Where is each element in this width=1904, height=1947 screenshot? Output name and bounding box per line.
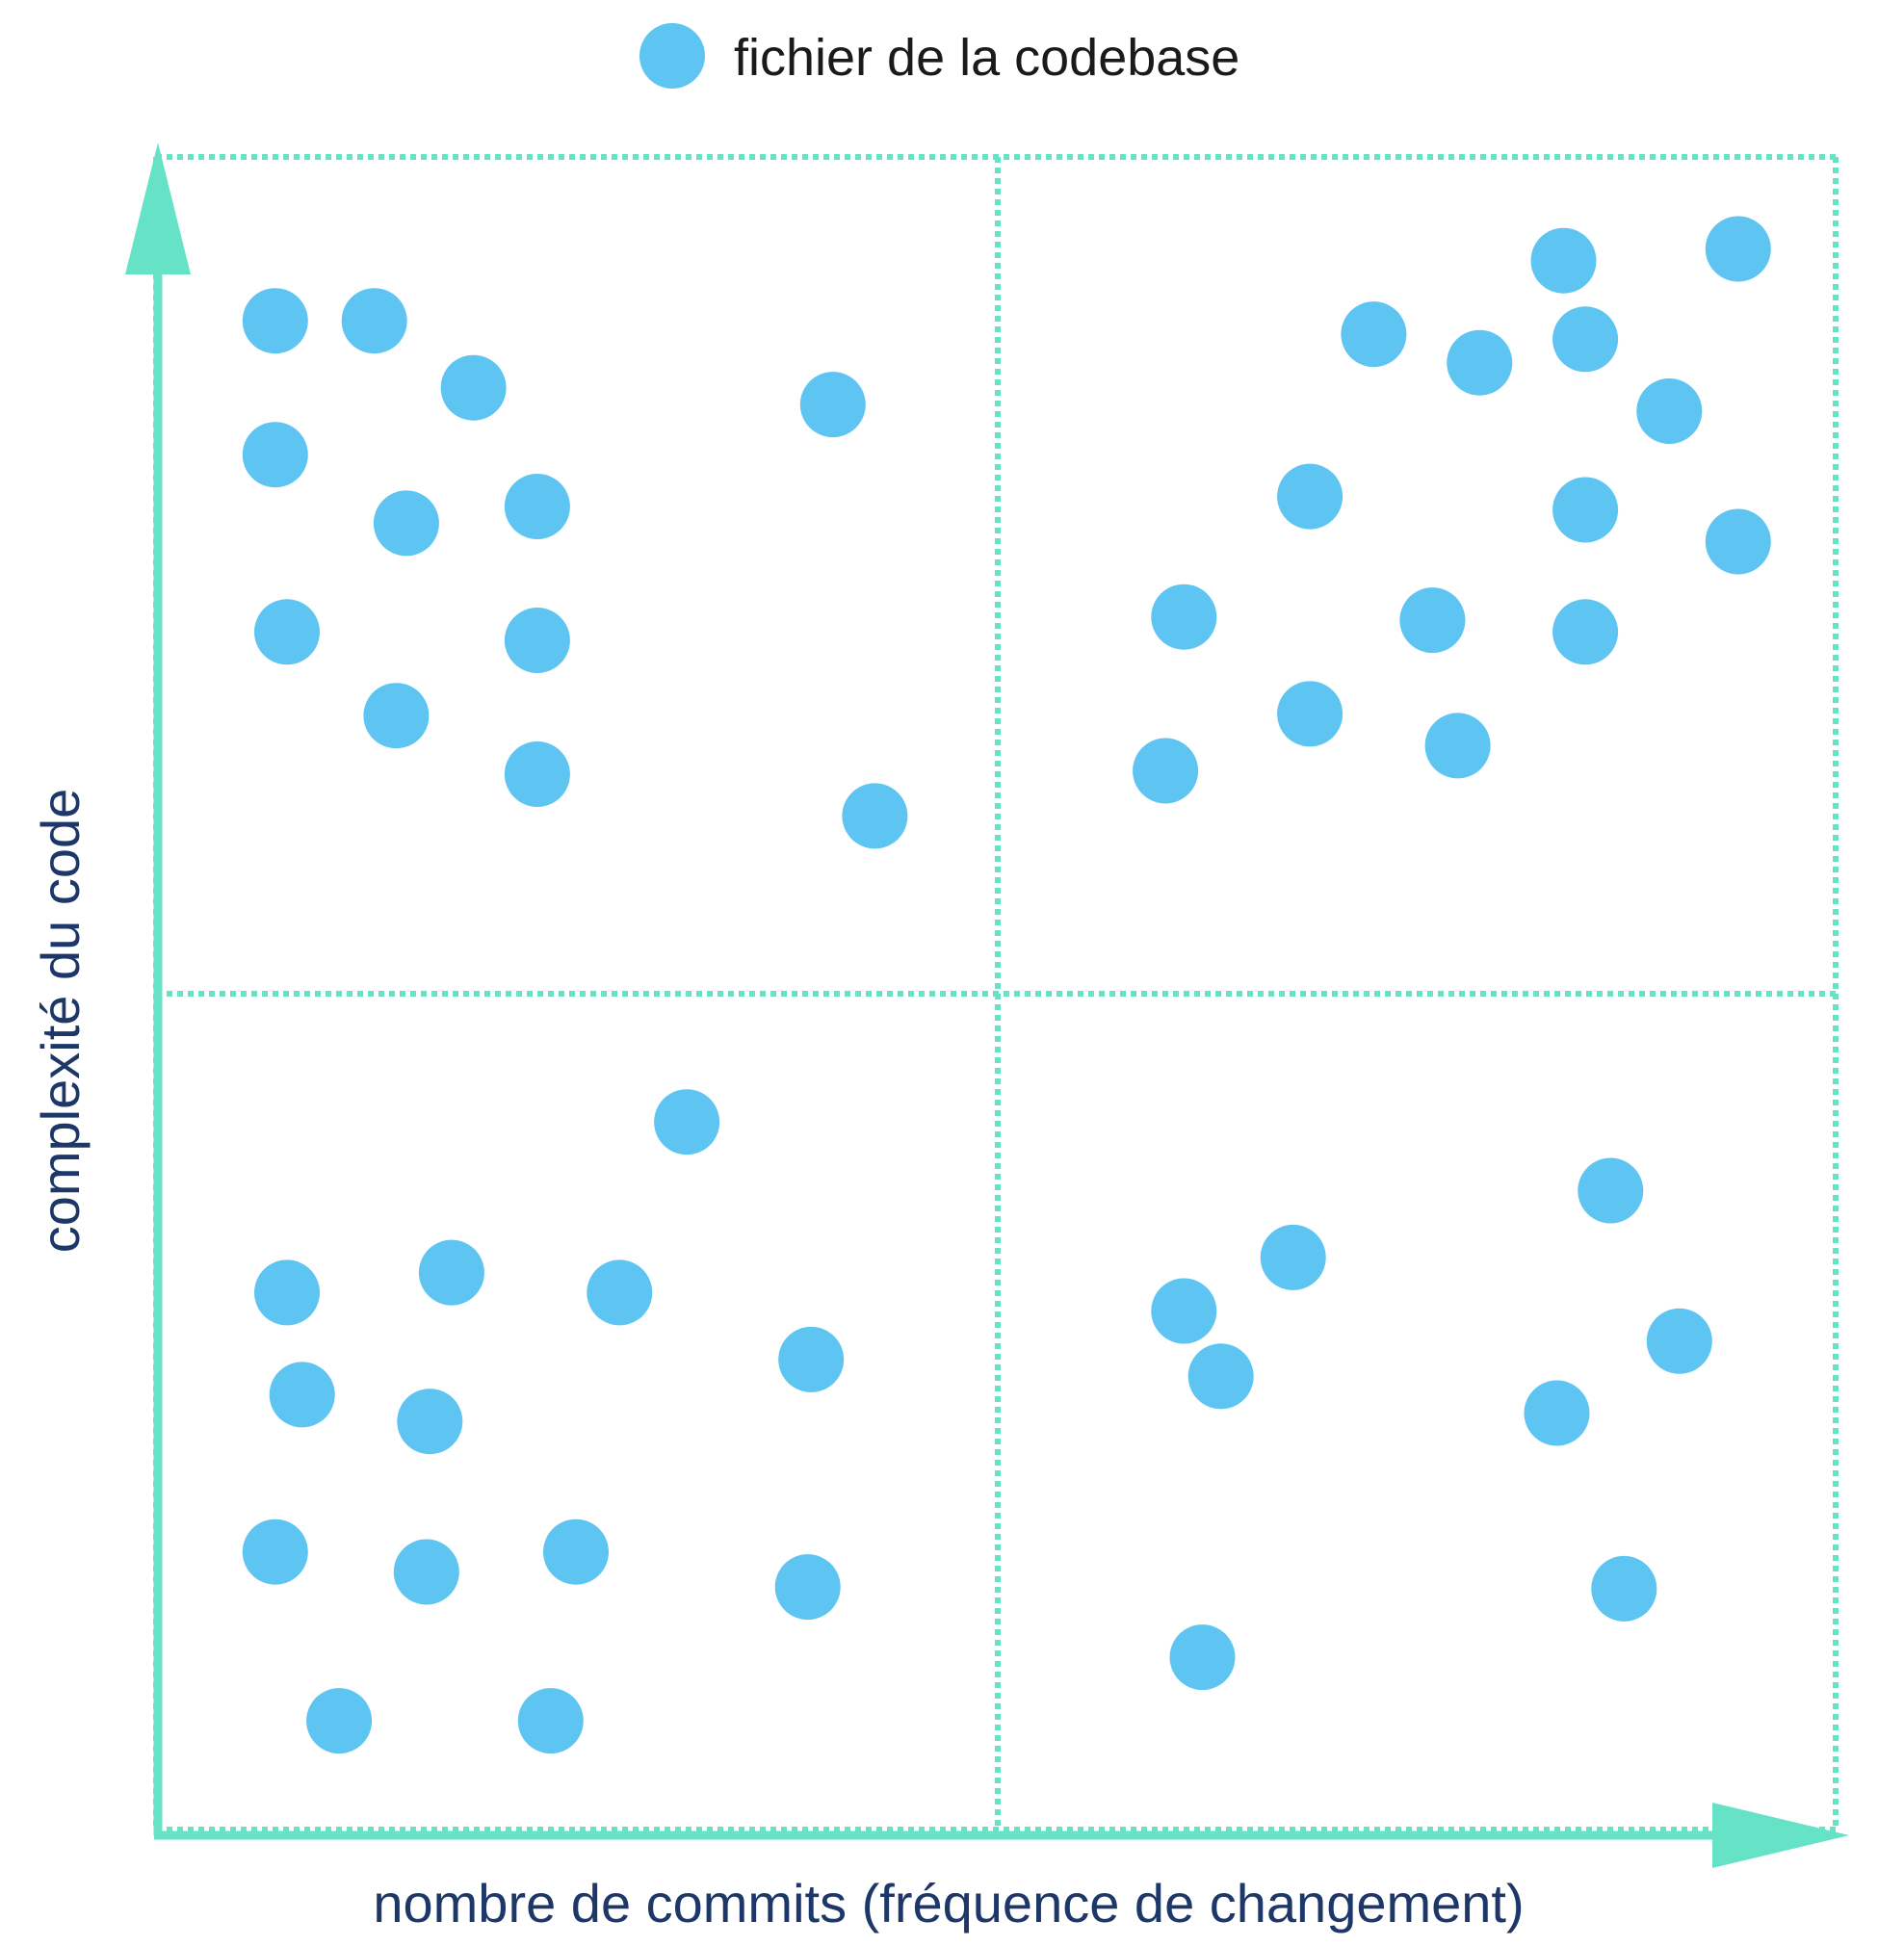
data-point	[1447, 329, 1513, 396]
data-point	[1277, 681, 1343, 747]
data-point	[242, 288, 308, 354]
data-point	[1424, 713, 1491, 779]
data-point	[842, 783, 908, 849]
data-point	[1260, 1224, 1326, 1290]
data-point	[1151, 1278, 1217, 1344]
data-point	[1524, 1380, 1590, 1446]
x-axis-label: nombre de commits (fréquence de changeme…	[373, 1873, 1524, 1934]
data-point	[1133, 738, 1199, 804]
data-point	[397, 1389, 463, 1455]
y-axis-arrowhead	[125, 143, 191, 274]
data-point	[504, 608, 570, 673]
data-point	[1705, 216, 1771, 282]
data-point	[1552, 477, 1619, 543]
data-point	[799, 372, 866, 438]
data-point	[774, 1554, 841, 1621]
data-point	[1646, 1308, 1712, 1374]
y-axis-label: complexité du code	[30, 789, 91, 1254]
data-point	[543, 1519, 609, 1585]
data-point	[269, 1362, 335, 1428]
data-point	[1552, 306, 1619, 373]
data-point	[440, 354, 507, 421]
data-point	[254, 599, 320, 665]
data-point	[1187, 1343, 1254, 1410]
data-point	[587, 1259, 653, 1326]
data-point	[778, 1326, 845, 1392]
data-point	[1399, 587, 1466, 654]
data-point	[1151, 584, 1217, 650]
legend-label: fichier de la codebase	[734, 29, 1239, 87]
data-point	[1169, 1624, 1236, 1691]
data-point	[517, 1688, 584, 1754]
legend-marker	[639, 23, 705, 89]
axes	[125, 143, 1849, 1868]
data-point	[1591, 1555, 1657, 1622]
data-point	[1341, 301, 1407, 368]
data-points	[242, 216, 1771, 1754]
data-point	[504, 474, 570, 539]
data-point	[1705, 508, 1771, 575]
data-point	[363, 683, 430, 749]
data-point	[418, 1239, 484, 1306]
data-point	[306, 1688, 373, 1754]
data-point	[341, 288, 407, 354]
data-point	[1636, 378, 1703, 444]
data-point	[1552, 599, 1619, 665]
data-point	[504, 741, 570, 807]
data-point	[373, 490, 439, 557]
data-point	[254, 1259, 320, 1326]
data-point	[242, 1519, 308, 1585]
data-point	[393, 1539, 459, 1605]
data-point	[654, 1089, 720, 1155]
x-axis-arrowhead	[1712, 1803, 1849, 1868]
data-point	[1530, 227, 1597, 294]
data-point	[1277, 463, 1343, 530]
data-point	[242, 422, 308, 488]
data-point	[1578, 1157, 1644, 1224]
